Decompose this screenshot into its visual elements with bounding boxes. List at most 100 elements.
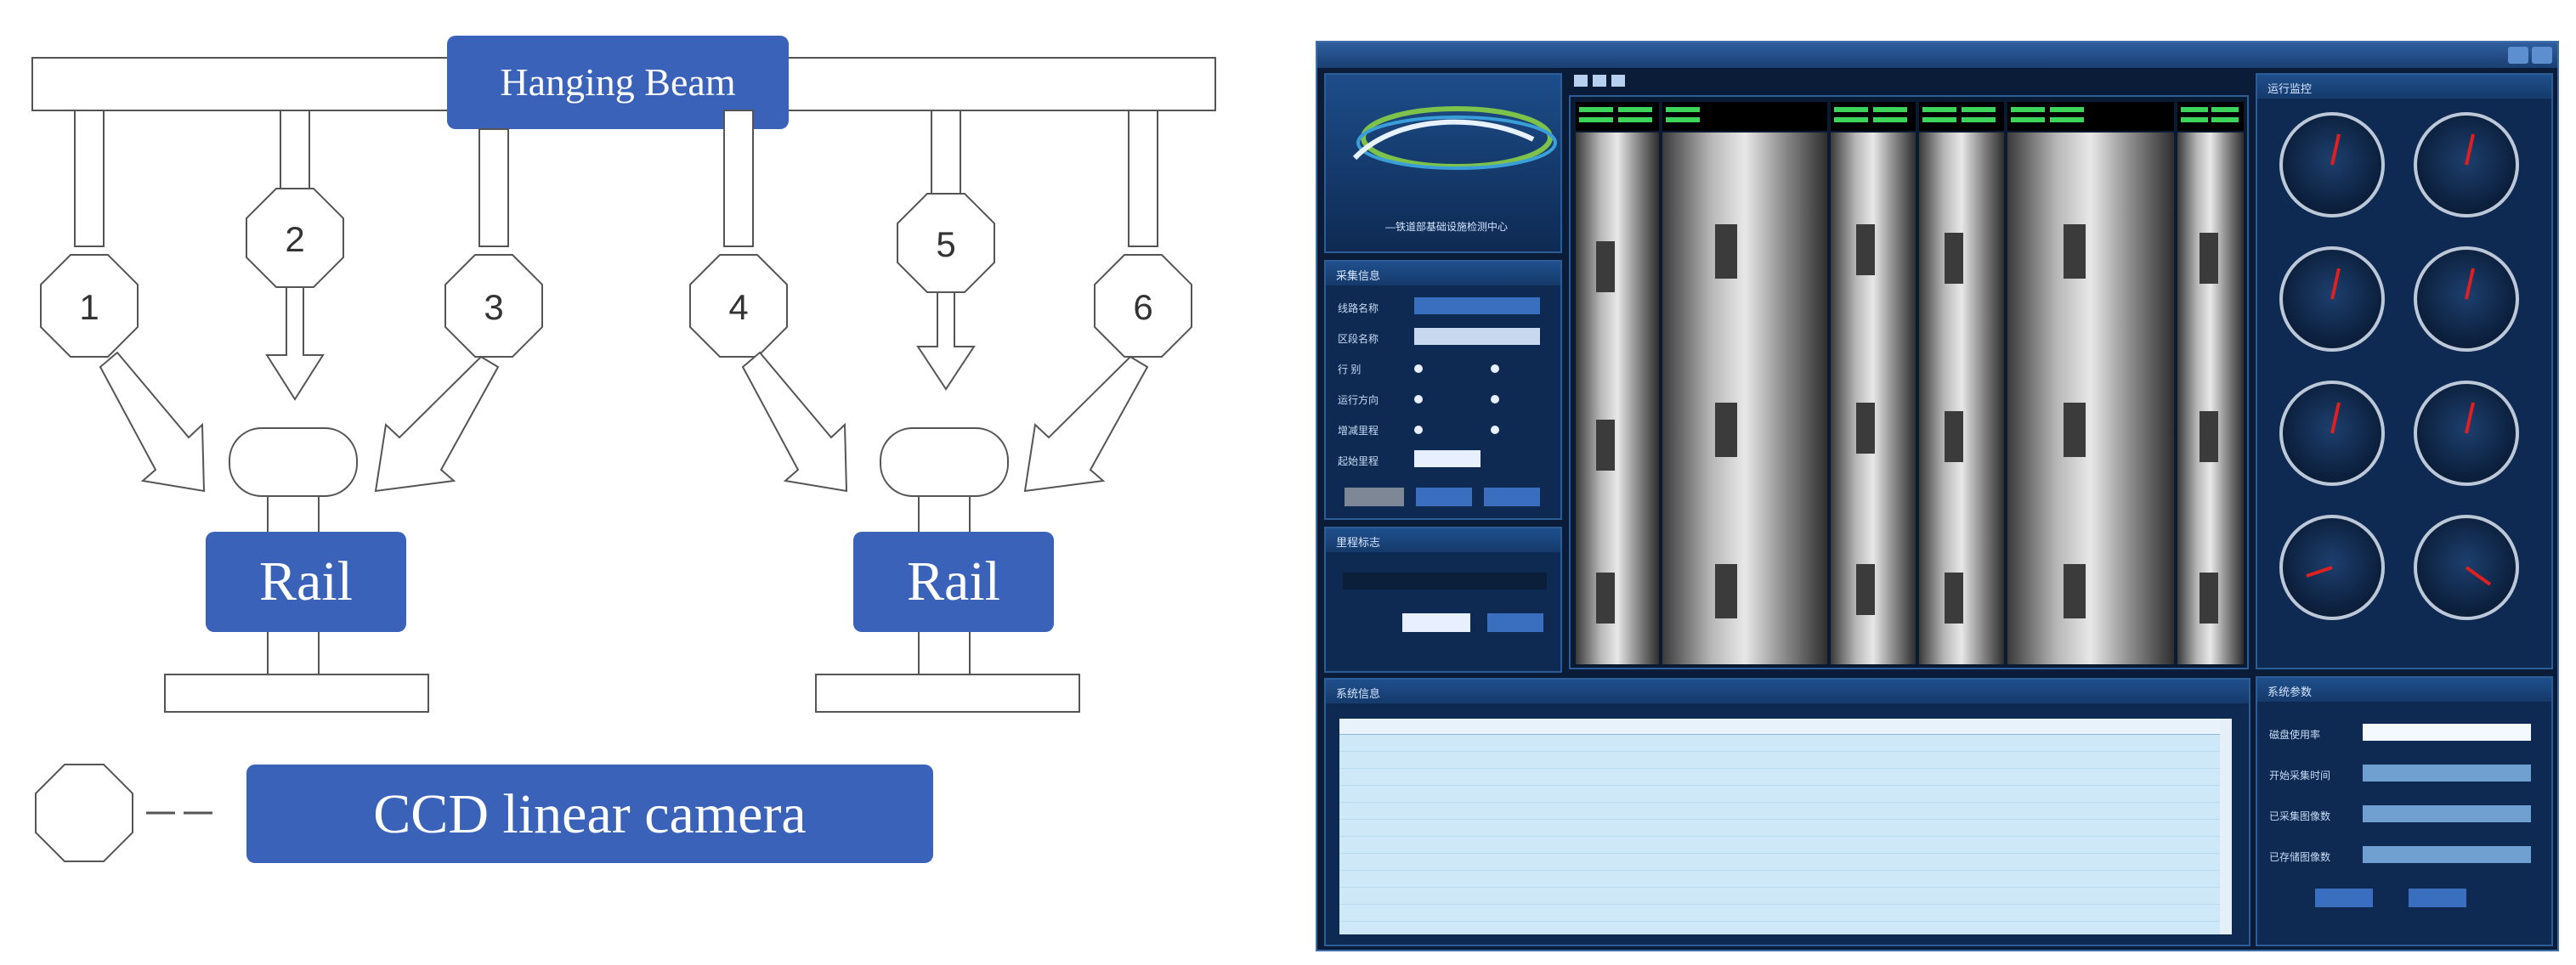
logo-tagline: —铁道部基础设施检测中心 xyxy=(1385,221,1509,233)
field-captured-count: 已采集图像数 xyxy=(2269,804,2539,826)
camera-1-octagon xyxy=(40,254,139,358)
system-panel-title: 系统参数 xyxy=(2257,678,2551,702)
rail-left-label: Rail xyxy=(259,550,353,612)
field-stored-count: 已存储图像数 xyxy=(2269,844,2539,866)
log-row xyxy=(1339,752,2232,769)
captured-count-value xyxy=(2363,805,2531,822)
post-4 xyxy=(723,110,754,247)
close-button[interactable] xyxy=(2532,47,2552,64)
log-panel: 系统信息 xyxy=(1324,678,2250,946)
radio-decrease[interactable] xyxy=(1491,423,1503,435)
radio-forward[interactable] xyxy=(1414,392,1426,404)
minimize-button[interactable] xyxy=(2508,47,2528,64)
beam-label: Hanging Beam xyxy=(500,60,735,104)
start-time-value xyxy=(2363,765,2531,782)
log-panel-title: 系统信息 xyxy=(1326,680,2249,703)
gauge-needles xyxy=(2306,133,2492,586)
acquisition-software-window: —铁道部基础设施检测中心 采集信息 线路名称 区段名称 行 别 运行方向 增减里… xyxy=(1316,41,2559,951)
camera-layout-diagram: Hanging Beam 1 2 3 4 5 6 xyxy=(31,36,1216,863)
start-mileage-input[interactable] xyxy=(1414,450,1480,467)
field-label: 行 别 xyxy=(1338,364,1362,375)
status-panel: 运行监控 xyxy=(2256,73,2553,669)
radio-up[interactable] xyxy=(1414,362,1426,374)
camera-5-number: 5 xyxy=(936,224,955,264)
camera-2-octagon xyxy=(246,188,344,288)
acq-button-gray[interactable] xyxy=(1345,488,1404,506)
field-disk-usage: 磁盘使用率 xyxy=(2269,722,2539,744)
camera-1-number: 1 xyxy=(79,287,99,327)
log-table[interactable] xyxy=(1339,719,2232,934)
toolbar-settings-icon[interactable] xyxy=(1611,75,1625,87)
toolbar-save-icon[interactable] xyxy=(1574,75,1588,87)
log-row xyxy=(1339,786,2232,803)
camera-4-number: 4 xyxy=(728,287,748,327)
log-row xyxy=(1339,769,2232,786)
image-strips xyxy=(1576,102,2244,664)
rail-right-label: Rail xyxy=(907,550,1000,612)
radio-increase[interactable] xyxy=(1414,423,1426,435)
field-label: 起始里程 xyxy=(1338,455,1379,467)
camera-2-view-arrow xyxy=(265,286,325,401)
field-label: 已采集图像数 xyxy=(2269,810,2331,822)
camera-5-octagon xyxy=(897,193,995,293)
post-2 xyxy=(280,110,310,189)
log-row xyxy=(1339,854,2232,871)
logo-panel: —铁道部基础设施检测中心 xyxy=(1324,73,1562,253)
field-label: 运行方向 xyxy=(1338,394,1379,406)
camera-6-octagon xyxy=(1094,254,1192,358)
camera-3-octagon xyxy=(444,254,543,358)
calibration-panel: 里程标志 xyxy=(1324,527,1562,673)
gauge-1 xyxy=(2279,112,2385,217)
log-scrollbar[interactable] xyxy=(2220,719,2232,934)
field-start-time: 开始采集时间 xyxy=(2269,763,2539,785)
field-label: 增减里程 xyxy=(1338,425,1379,437)
calibration-confirm-button[interactable] xyxy=(1487,613,1543,632)
system-button-left[interactable] xyxy=(2315,889,2373,907)
field-run-direction: 运行方向 xyxy=(1338,387,1548,409)
log-header xyxy=(1339,719,2232,735)
field-line-name: 线路名称 xyxy=(1338,296,1548,318)
camera-5-view-arrow xyxy=(916,291,976,391)
radio-down[interactable] xyxy=(1491,362,1503,374)
logo-swoosh xyxy=(1352,106,1557,170)
field-label: 已存储图像数 xyxy=(2269,851,2331,863)
log-row xyxy=(1339,837,2232,854)
gauge-4 xyxy=(2414,246,2519,352)
field-mileage-change: 增减里程 xyxy=(1338,418,1548,440)
field-label: 区段名称 xyxy=(1338,333,1379,345)
system-panel: 系统参数 磁盘使用率 开始采集时间 已采集图像数 已存储图像数 xyxy=(2256,676,2553,946)
line-name-select[interactable] xyxy=(1414,297,1540,314)
field-label: 线路名称 xyxy=(1338,302,1379,314)
field-label: 磁盘使用率 xyxy=(2269,729,2321,741)
system-button-right[interactable] xyxy=(2409,889,2466,907)
section-name-select[interactable] xyxy=(1414,328,1540,345)
camera-6-view-arrow xyxy=(1023,355,1149,493)
rail-image-view xyxy=(1569,95,2249,669)
acq-button-stop[interactable] xyxy=(1484,488,1540,506)
post-6 xyxy=(1128,110,1158,247)
legend-label-box xyxy=(246,765,933,863)
camera-1-view-arrow xyxy=(99,351,206,493)
status-panel-title: 运行监控 xyxy=(2257,75,2551,99)
disk-usage-value xyxy=(2363,724,2531,741)
rail-left-label-box xyxy=(206,532,406,632)
legend-label: CCD linear camera xyxy=(373,783,806,845)
camera-6-number: 6 xyxy=(1133,287,1152,327)
acquisition-panel-title: 采集信息 xyxy=(1326,262,1560,285)
camera-2-number: 2 xyxy=(285,219,304,259)
beam-label-box xyxy=(447,36,789,129)
calibration-input[interactable] xyxy=(1402,613,1470,632)
radio-reverse[interactable] xyxy=(1491,392,1503,404)
window-titlebar xyxy=(1317,42,2557,68)
acq-button-start[interactable] xyxy=(1416,488,1472,506)
camera-3-view-arrow xyxy=(374,355,500,493)
field-start-mileage: 起始里程 xyxy=(1338,449,1548,471)
field-direction: 行 别 xyxy=(1338,357,1548,379)
toolbar-play-icon[interactable] xyxy=(1593,75,1606,87)
toolbar xyxy=(1572,73,1632,90)
log-row xyxy=(1339,803,2232,820)
log-row xyxy=(1339,905,2232,922)
calibration-readout xyxy=(1343,573,1547,590)
acquisition-panel: 采集信息 线路名称 区段名称 行 别 运行方向 增减里程 起始里程 xyxy=(1324,260,1562,520)
log-row xyxy=(1339,735,2232,752)
